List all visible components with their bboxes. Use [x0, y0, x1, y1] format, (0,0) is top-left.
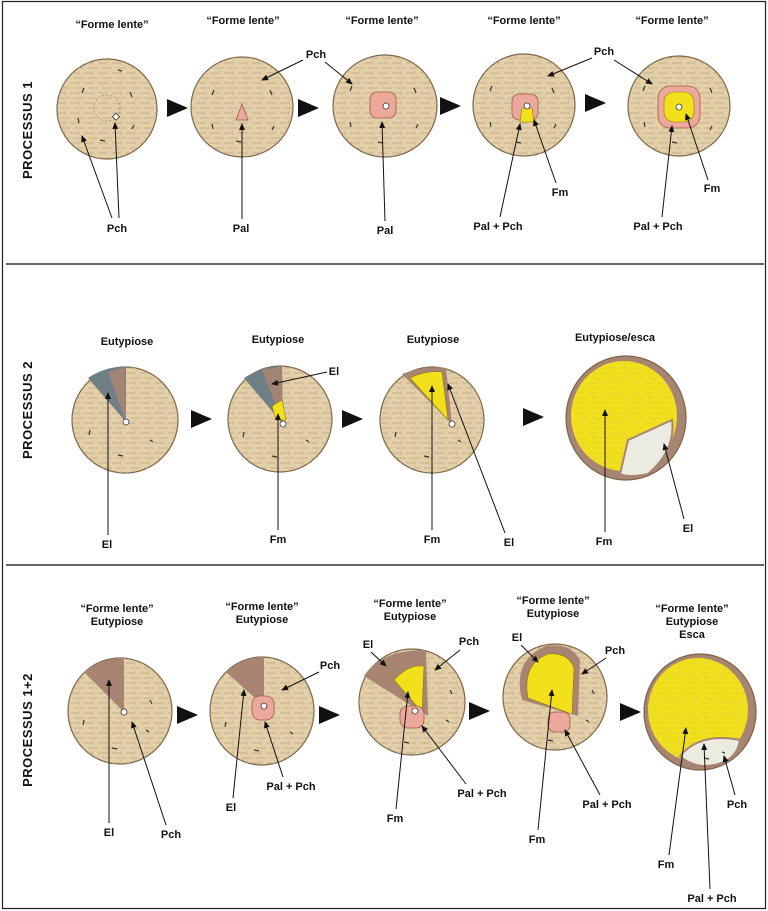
fm-zone	[520, 108, 534, 122]
p12-title-4a: “Forme lente”	[516, 595, 589, 607]
p12-label-palpch-3: Pal + Pch	[457, 788, 507, 800]
p12-title-5a: “Forme lente”	[655, 603, 728, 615]
pal-lesion	[400, 706, 424, 728]
p12-disc-4	[503, 644, 607, 750]
p12-title-2a: “Forme lente”	[225, 601, 298, 613]
p2-disc-1	[72, 367, 178, 473]
p1-label-fm-5: Fm	[704, 183, 721, 195]
p12-title-5b: Eutypiose	[666, 616, 719, 628]
p12-title-1a: “Forme lente”	[80, 603, 153, 615]
p12-title-1b: Eutypiose	[91, 616, 144, 628]
p1-label-pch-top-5: Pch	[594, 46, 614, 58]
p1-label-palpch-4: Pal + Pch	[473, 221, 523, 233]
p1-disc-1	[57, 59, 157, 159]
p12-label-el-1: El	[104, 827, 114, 839]
p2-title-3: Eutypiose	[407, 334, 460, 346]
p12-label-fm-3: Fm	[387, 813, 404, 825]
p12-disc-2	[210, 657, 314, 765]
p12-disc-5	[644, 654, 756, 770]
p1-title-1: “Forme lente”	[75, 19, 148, 31]
p2-label-fm-2: Fm	[270, 534, 287, 546]
p12-title-4b: Eutypiose	[527, 608, 580, 620]
p1-title-5: “Forme lente”	[635, 15, 708, 27]
p12-label-el-2: El	[226, 802, 236, 814]
p2-label-el-4: El	[683, 523, 693, 535]
p1-title-4: “Forme lente”	[487, 15, 560, 27]
p12-label-el-4: El	[512, 632, 522, 644]
p12-title-3b: Eutypiose	[384, 611, 437, 623]
p12-label-palpch-2: Pal + Pch	[266, 781, 316, 793]
p2-label-fm-3: Fm	[424, 534, 441, 546]
p12-label-pch-1: Pch	[161, 829, 181, 841]
p1-disc-3	[333, 55, 437, 157]
p12-label-palpch-4: Pal + Pch	[582, 799, 632, 811]
p2-label-el-3: El	[504, 537, 514, 549]
p12-label-pch-2: Pch	[320, 660, 340, 672]
p1-title-3: “Forme lente”	[345, 15, 418, 27]
p12-disc-1	[68, 658, 172, 764]
side-label-processus-12: PROCESSUS 1+2	[20, 673, 35, 787]
p1-title-2: “Forme lente”	[206, 15, 279, 27]
p1-disc-5	[628, 56, 730, 156]
p1-label-pal-2: Pal	[233, 223, 250, 235]
side-label-processus-1: PROCESSUS 1	[20, 81, 35, 179]
p12-label-el-3: El	[363, 639, 373, 651]
p2-label-el-1: El	[102, 539, 112, 551]
p2-title-2: Eutypiose	[252, 334, 305, 346]
p2-title-4: Eutypiose/esca	[575, 332, 656, 344]
p1-label-palpch-5: Pal + Pch	[633, 221, 683, 233]
p2-label-el-2: El	[329, 366, 339, 378]
p12-label-pch-4: Pch	[605, 645, 625, 657]
p12-label-fm-4: Fm	[529, 834, 546, 846]
p2-title-1: Eutypiose	[101, 336, 154, 348]
p2-label-fm-4: Fm	[596, 536, 613, 548]
p1-label-fm-4: Fm	[552, 187, 569, 199]
p12-title-5c: Esca	[679, 629, 706, 641]
p12-label-palpch-5: Pal + Pch	[687, 893, 737, 905]
p12-title-2b: Eutypiose	[236, 614, 289, 626]
p12-title-3a: “Forme lente”	[373, 598, 446, 610]
p1-label-pch-top-2: Pch	[306, 49, 326, 61]
p1-disc-4	[473, 54, 575, 156]
p12-label-fm-5: Fm	[658, 859, 675, 871]
pal-lesion	[548, 712, 570, 732]
side-label-processus-2: PROCESSUS 2	[20, 361, 35, 459]
p2-disc-4	[566, 356, 686, 480]
p1-label-pal-3: Pal	[377, 225, 394, 237]
p12-label-pch-5: Pch	[727, 799, 747, 811]
p12-disc-3	[359, 649, 465, 755]
p1-label-pch-bottom-1: Pch	[107, 223, 127, 235]
p12-label-pch-3: Pch	[459, 636, 479, 648]
